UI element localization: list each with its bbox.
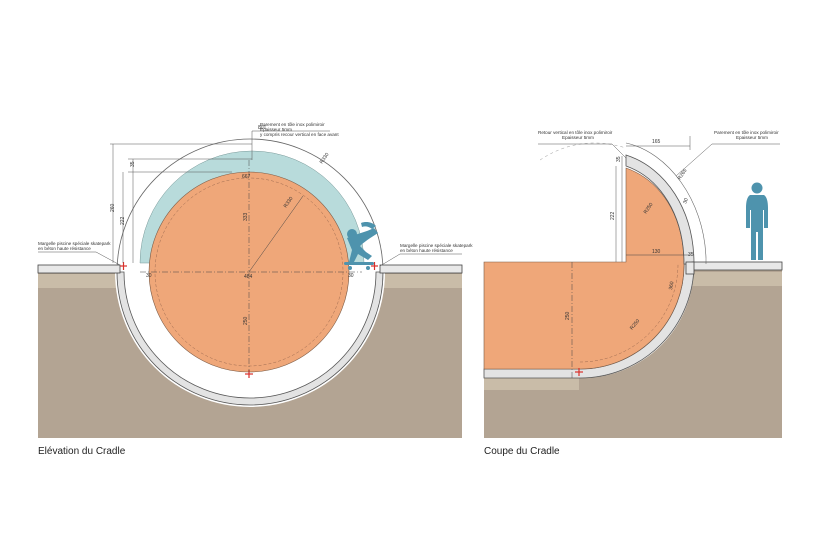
section-outer-arc (625, 142, 707, 259)
section-dim-small-angle: 30 (682, 197, 690, 204)
section-dim-left-mid: 222 (610, 211, 616, 220)
section-dim-lower-vertical: 250 (565, 311, 571, 320)
section-dim-top: 165 (652, 139, 661, 145)
elevation-dim-edge-right: 30 (348, 273, 354, 279)
elevation-leader-lines (38, 251, 462, 267)
elevation-outer-arc (116, 138, 384, 273)
elevation-radius-line (248, 195, 304, 273)
section-dimension-lines (615, 136, 707, 264)
elevation-caption: Elévation du Cradle (38, 446, 126, 457)
section-red-marks (575, 368, 583, 376)
elevation-note-top-3: y compris recour vertical en face avant (260, 132, 339, 137)
section-ground-band-bottom (484, 376, 579, 390)
section-orange-volume (483, 167, 685, 370)
section-dim-radius-inner: R250 (643, 202, 655, 215)
elevation-dim-edge-left: 30 (146, 273, 152, 279)
elevation-dimension-lines (110, 130, 330, 263)
section-ground-band (690, 272, 782, 286)
elevation-red-marks (120, 262, 378, 378)
elevation-note-left-1: Margelle piscine spéciale skatepark (38, 241, 111, 246)
elevation-note-right-2: en béton haute résistance (400, 248, 453, 253)
elevation-note-right-1: Margelle piscine spéciale skatepark (400, 243, 473, 248)
elevation-dim-left-big: 260 (110, 203, 116, 212)
elevation-note-top-1: Parement en tôle inox polimiroir (260, 122, 325, 127)
elevation-dim-top: 801 (258, 125, 267, 131)
standing-person-silhouette-icon (746, 182, 768, 260)
elevation-coping-right (379, 264, 463, 274)
elevation-dim-inner-top: 667 (242, 174, 251, 180)
section-caption: Coupe du Cradle (484, 446, 560, 457)
section-dim-horiz: 130 (652, 249, 661, 255)
section-outer-dashed-arc (539, 142, 627, 161)
section-note-right-1: Parement en tôle inox polimiroir (714, 130, 779, 135)
elevation-note-left-2: en béton haute résistance (38, 246, 91, 251)
section-dim-side: 35 (688, 252, 694, 258)
elevation-dim-left-mid: 222 (120, 216, 126, 225)
section-dim-left-small: 35 (616, 156, 622, 162)
section-leader-lines (538, 143, 780, 177)
elevation-dim-radius: R330 (283, 196, 295, 209)
elevation-dim-left-small: 35 (130, 161, 136, 167)
section-inner-dashed-arc (579, 263, 679, 363)
section-coping (691, 261, 783, 271)
section-dim-radius-top: R265 (677, 168, 689, 181)
elevation-dim-outer-radius: R330 (319, 152, 331, 165)
section-note-left-2: Epaisseur 5mm (562, 135, 594, 140)
elevation-dim-inner-vertical: 333 (243, 212, 249, 221)
elevation-coping-left (37, 264, 121, 274)
elevation-concrete-shell (116, 271, 384, 406)
elevation-note-top-2: Epaisseur 5mm (260, 127, 292, 132)
section-note-right-2: Epaisseur 5mm (736, 135, 768, 140)
section-dim-side-vertical: 360 (668, 281, 675, 290)
section-view: 165 35 222 R265 R250 130 35 250 360 R250… (483, 130, 783, 438)
elevation-view: 801 667 35 222 260 333 R330 R330 484 250… (37, 122, 473, 438)
elevation-dim-width: 484 (244, 274, 253, 280)
elevation-dim-lower-vertical: 250 (243, 316, 249, 325)
section-coping-step (685, 261, 695, 275)
skateboarder-silhouette-icon (344, 222, 378, 270)
section-note-left-1: Retour vertical en tôle inox polimiroir (538, 130, 613, 135)
